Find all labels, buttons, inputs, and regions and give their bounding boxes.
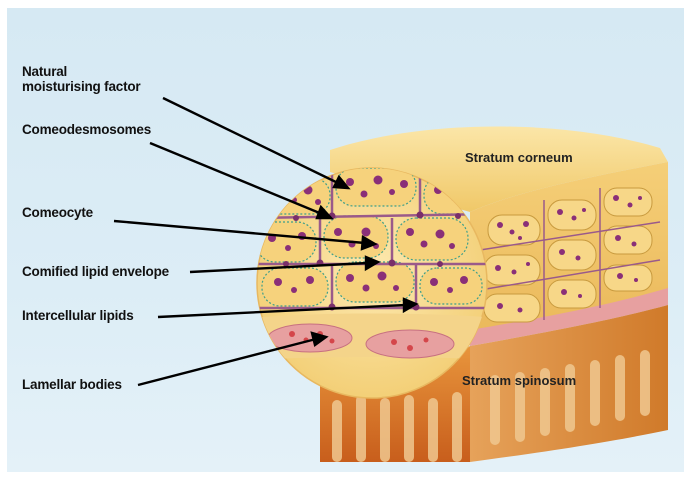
label-nmf-line1: Natural [22, 64, 140, 79]
label-lamellar-bodies: Lamellar bodies [22, 377, 122, 392]
label-stratum-spinosum: Stratum spinosum [462, 373, 576, 388]
label-comified-lipid-envelope: Comified lipid envelope [22, 264, 169, 279]
label-natural-moisturising-factor: Natural moisturising factor [22, 64, 140, 94]
label-intercellular-lipids: Intercellular lipids [22, 308, 134, 323]
label-stratum-corneum: Stratum corneum [465, 150, 573, 165]
arrow-comeodesmosomes [150, 143, 331, 218]
arrow-natural-moisturising-factor [163, 98, 348, 188]
label-comeocyte: Comeocyte [22, 205, 93, 220]
label-comeodesmosomes: Comeodesmosomes [22, 122, 151, 137]
label-nmf-line2: moisturising factor [22, 79, 140, 94]
